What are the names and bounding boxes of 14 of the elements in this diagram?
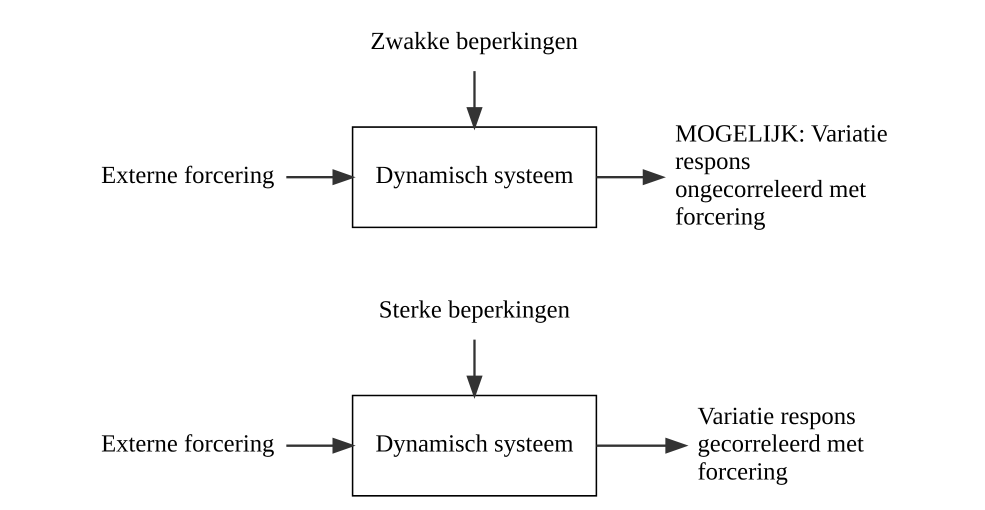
node-text: MOGELIJK: Variatie respons ongecorreleerd met forcering (674, 120, 888, 230)
node-text: Sterke beperkingen (378, 296, 570, 323)
arrow (596, 168, 666, 185)
node-box: Dynamisch systeem (351, 394, 597, 496)
arrow (466, 70, 482, 130)
arrow (466, 339, 482, 398)
node-box: Dynamisch systeem (351, 126, 597, 228)
node-text: Variatie respons gecorreleerd met forcering (696, 402, 864, 485)
arrow (286, 437, 356, 454)
arrow (596, 437, 688, 454)
node-text: Externe forcering (100, 430, 274, 458)
node-text: Externe forcering (100, 162, 274, 189)
node-text: Zwakke beperkingen (370, 27, 578, 54)
arrow (286, 168, 356, 185)
